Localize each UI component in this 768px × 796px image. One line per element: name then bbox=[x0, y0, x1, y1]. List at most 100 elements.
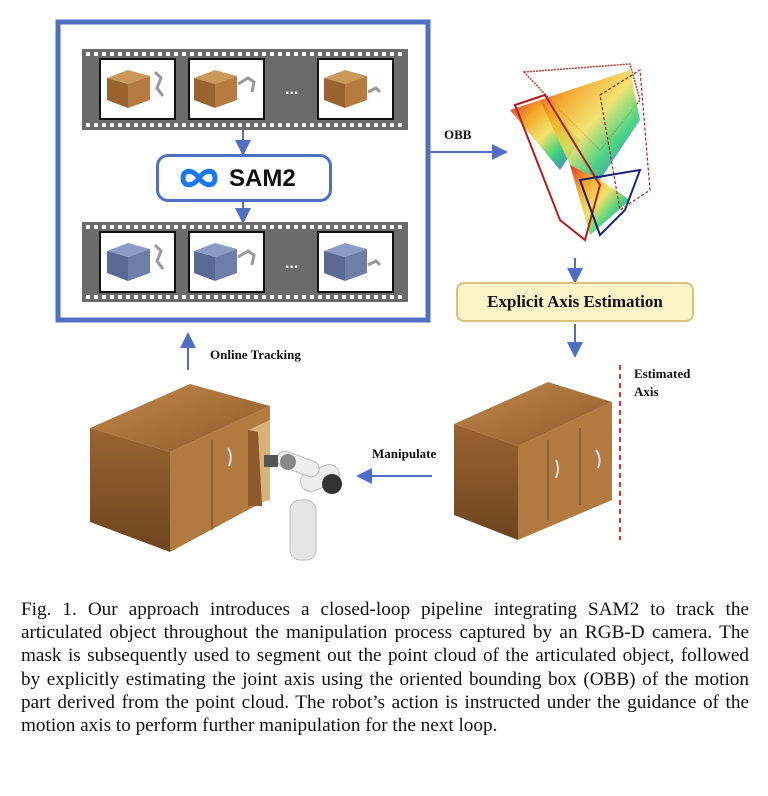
sprocket-hole bbox=[126, 123, 130, 127]
sprocket-hole bbox=[142, 123, 146, 127]
sprocket-hole bbox=[254, 225, 258, 229]
sprocket-hole bbox=[126, 225, 130, 229]
sprocket-hole bbox=[190, 123, 194, 127]
sprocket-holes bbox=[86, 52, 402, 299]
sprocket-hole bbox=[222, 225, 226, 229]
sprocket-hole bbox=[166, 123, 170, 127]
sprocket-hole bbox=[254, 123, 258, 127]
sprocket-hole bbox=[334, 295, 338, 299]
explicit-axis-estimation-box: Explicit Axis Estimation bbox=[456, 282, 694, 322]
sprocket-hole bbox=[270, 225, 274, 229]
sprocket-hole bbox=[214, 123, 218, 127]
sprocket-hole bbox=[262, 52, 266, 56]
sprocket-hole bbox=[142, 52, 146, 56]
sprocket-hole bbox=[342, 225, 346, 229]
sprocket-hole bbox=[302, 123, 306, 127]
sprocket-hole bbox=[110, 123, 114, 127]
sprocket-hole bbox=[286, 52, 290, 56]
sprocket-hole bbox=[86, 295, 90, 299]
sprocket-hole bbox=[286, 225, 290, 229]
sprocket-hole bbox=[350, 52, 354, 56]
ellipsis-bottom: ... bbox=[285, 255, 298, 272]
sprocket-hole bbox=[270, 295, 274, 299]
sprocket-hole bbox=[398, 52, 402, 56]
sprocket-hole bbox=[270, 52, 274, 56]
film-strip-bottom: ... bbox=[82, 222, 408, 302]
sprocket-hole bbox=[118, 225, 122, 229]
sprocket-hole bbox=[182, 52, 186, 56]
sprocket-hole bbox=[278, 52, 282, 56]
sprocket-hole bbox=[102, 295, 106, 299]
obb-label: OBB bbox=[444, 127, 472, 142]
sprocket-hole bbox=[86, 225, 90, 229]
sprocket-hole bbox=[302, 295, 306, 299]
cabinet-left bbox=[90, 384, 270, 552]
sprocket-hole bbox=[334, 225, 338, 229]
sprocket-hole bbox=[206, 123, 210, 127]
sprocket-hole bbox=[230, 225, 234, 229]
sprocket-hole bbox=[342, 295, 346, 299]
sprocket-hole bbox=[182, 225, 186, 229]
sprocket-hole bbox=[134, 52, 138, 56]
pipeline-figure: ... bbox=[55, 19, 694, 561]
sprocket-hole bbox=[150, 295, 154, 299]
sprocket-hole bbox=[158, 225, 162, 229]
sprocket-hole bbox=[246, 225, 250, 229]
sprocket-hole bbox=[238, 123, 242, 127]
sprocket-hole bbox=[150, 52, 154, 56]
sam2-box: SAM2 bbox=[156, 154, 332, 202]
sprocket-hole bbox=[102, 52, 106, 56]
cabinet-right bbox=[454, 382, 612, 540]
sprocket-hole bbox=[358, 225, 362, 229]
sprocket-hole bbox=[374, 295, 378, 299]
manipulate-label: Manipulate bbox=[372, 446, 437, 461]
sprocket-hole bbox=[358, 295, 362, 299]
sprocket-hole bbox=[134, 123, 138, 127]
thumb-cabinet-3 bbox=[324, 70, 382, 108]
sprocket-hole bbox=[110, 295, 114, 299]
sprocket-hole bbox=[310, 52, 314, 56]
sprocket-hole bbox=[318, 123, 322, 127]
sprocket-hole bbox=[294, 52, 298, 56]
sprocket-hole bbox=[246, 123, 250, 127]
sprocket-hole bbox=[198, 52, 202, 56]
sprocket-hole bbox=[238, 225, 242, 229]
sprocket-hole bbox=[206, 52, 210, 56]
sprocket-hole bbox=[166, 52, 170, 56]
sprocket-hole bbox=[326, 52, 330, 56]
sprocket-hole bbox=[270, 123, 274, 127]
sprocket-hole bbox=[230, 123, 234, 127]
sprocket-hole bbox=[134, 225, 138, 229]
sprocket-hole bbox=[150, 123, 154, 127]
sprocket-hole bbox=[350, 123, 354, 127]
sprocket-hole bbox=[158, 52, 162, 56]
sprocket-hole bbox=[158, 295, 162, 299]
sam2-label: SAM2 bbox=[229, 165, 296, 192]
sprocket-hole bbox=[174, 52, 178, 56]
sprocket-hole bbox=[286, 295, 290, 299]
sprocket-hole bbox=[198, 225, 202, 229]
sprocket-hole bbox=[126, 295, 130, 299]
sprocket-hole bbox=[158, 123, 162, 127]
sprocket-hole bbox=[342, 123, 346, 127]
sprocket-hole bbox=[150, 225, 154, 229]
sprocket-hole bbox=[374, 225, 378, 229]
sprocket-hole bbox=[166, 225, 170, 229]
tracking-frame bbox=[55, 19, 431, 323]
sprocket-hole bbox=[294, 123, 298, 127]
sprocket-hole bbox=[118, 123, 122, 127]
sprocket-hole bbox=[222, 52, 226, 56]
estimated-axis-label-line2: Axis bbox=[634, 384, 659, 399]
sprocket-hole bbox=[246, 52, 250, 56]
sprocket-hole bbox=[94, 225, 98, 229]
sprocket-hole bbox=[94, 295, 98, 299]
sprocket-hole bbox=[262, 123, 266, 127]
sprocket-hole bbox=[214, 225, 218, 229]
sprocket-hole bbox=[206, 225, 210, 229]
sprocket-hole bbox=[142, 225, 146, 229]
sprocket-hole bbox=[278, 295, 282, 299]
sprocket-hole bbox=[374, 123, 378, 127]
sprocket-hole bbox=[350, 295, 354, 299]
estimated-axis-label-line1: Estimated bbox=[634, 366, 691, 381]
sprocket-hole bbox=[230, 295, 234, 299]
